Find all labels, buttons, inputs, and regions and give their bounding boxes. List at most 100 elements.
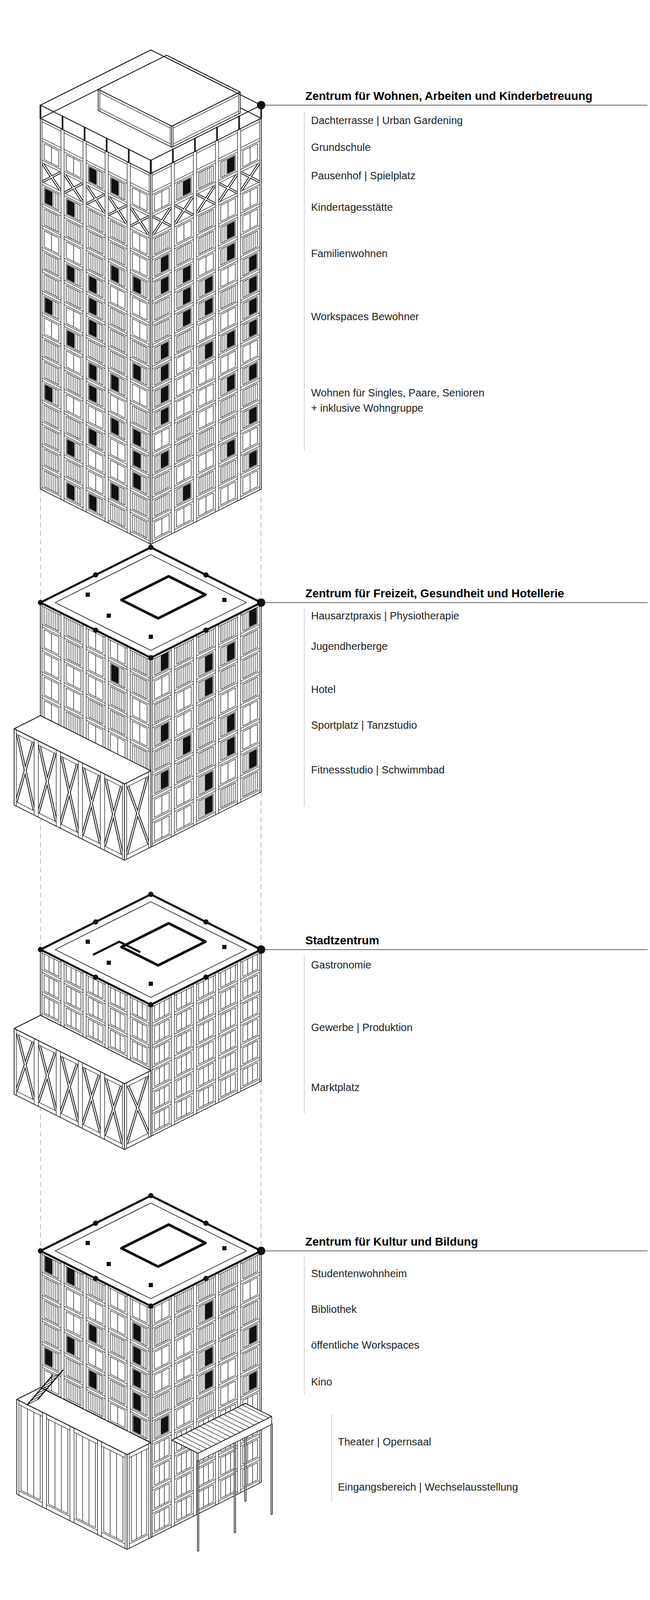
slat [225, 787, 227, 806]
slat [134, 651, 136, 669]
slat [77, 465, 78, 482]
slat [251, 679, 253, 698]
floor-slab [14, 1089, 125, 1149]
slat [53, 191, 55, 209]
slat [255, 1347, 256, 1365]
slat [55, 366, 56, 384]
slat [46, 406, 47, 423]
frame-post [216, 127, 219, 141]
slat [200, 172, 201, 189]
slat [223, 291, 225, 308]
dark-window [89, 319, 97, 337]
slat [159, 235, 161, 253]
window-mullion [247, 1466, 249, 1484]
slat [94, 1278, 95, 1296]
slat [57, 477, 58, 494]
column [56, 1048, 61, 1117]
slat [79, 623, 80, 642]
dark-window [249, 1370, 257, 1390]
slat [178, 335, 179, 352]
slat [181, 667, 183, 686]
slat [55, 432, 56, 449]
slat [90, 699, 91, 718]
slat [75, 1385, 77, 1403]
facade [124, 770, 151, 860]
window-mullion [225, 1454, 226, 1472]
column [14, 728, 17, 806]
slat [68, 617, 69, 636]
slat [47, 1278, 49, 1296]
slat [222, 717, 223, 736]
slat [112, 1334, 113, 1352]
slat [75, 377, 77, 394]
dashed-guide [260, 488, 262, 603]
dark-window [227, 374, 235, 392]
column [171, 645, 175, 837]
slat [222, 623, 223, 642]
slat [68, 417, 69, 434]
slat [201, 680, 203, 699]
slat [178, 313, 179, 330]
slat [101, 302, 102, 319]
slat [55, 214, 56, 231]
window-mullion [73, 158, 75, 174]
slat [145, 499, 147, 515]
slat [55, 1282, 56, 1300]
window-mullion [230, 1451, 231, 1470]
slat [123, 1339, 125, 1357]
slat [112, 352, 113, 369]
slat [181, 268, 183, 285]
slat [119, 420, 121, 438]
dark-window [249, 749, 257, 769]
slat [121, 715, 122, 734]
slat [164, 298, 166, 315]
slat [161, 748, 162, 767]
window-mullion [247, 1443, 249, 1461]
column [100, 1070, 105, 1139]
window-mullion [183, 463, 185, 480]
slat [117, 1383, 119, 1401]
slat [112, 221, 113, 238]
slat [79, 378, 80, 395]
slat [53, 409, 55, 427]
slat [223, 669, 225, 688]
slat [248, 409, 249, 427]
core-post [148, 634, 153, 639]
slat [101, 368, 102, 385]
window-mullion [53, 979, 55, 996]
slat [200, 433, 201, 450]
slat [183, 1383, 184, 1401]
dark-window [161, 363, 169, 381]
window-mullion [186, 987, 187, 1005]
slat [99, 345, 100, 363]
cross-brace [82, 1070, 101, 1124]
window-mullion [250, 473, 251, 491]
slat [79, 717, 80, 736]
slat [223, 787, 225, 806]
slat [222, 400, 223, 418]
window-mullion [225, 990, 226, 1007]
slat [205, 212, 206, 229]
column [124, 782, 127, 860]
window-mullion [159, 1441, 160, 1459]
slat [55, 476, 56, 493]
window-mullion [230, 965, 231, 983]
window-mullion [230, 1053, 231, 1070]
slat [71, 418, 73, 436]
slat [68, 1381, 69, 1399]
slat [79, 1271, 80, 1289]
slat [134, 406, 136, 423]
dark-window [133, 1322, 141, 1342]
dark-window [161, 341, 169, 359]
window-mullion [119, 990, 121, 1007]
slat [223, 160, 225, 177]
window-mullion [73, 397, 75, 415]
slat [46, 1277, 47, 1296]
window-mullion [159, 1487, 160, 1505]
slat [167, 698, 168, 717]
slat [136, 516, 137, 533]
dark-window [111, 265, 119, 283]
slat [201, 1350, 203, 1368]
slat [209, 629, 210, 648]
slat [249, 775, 251, 793]
